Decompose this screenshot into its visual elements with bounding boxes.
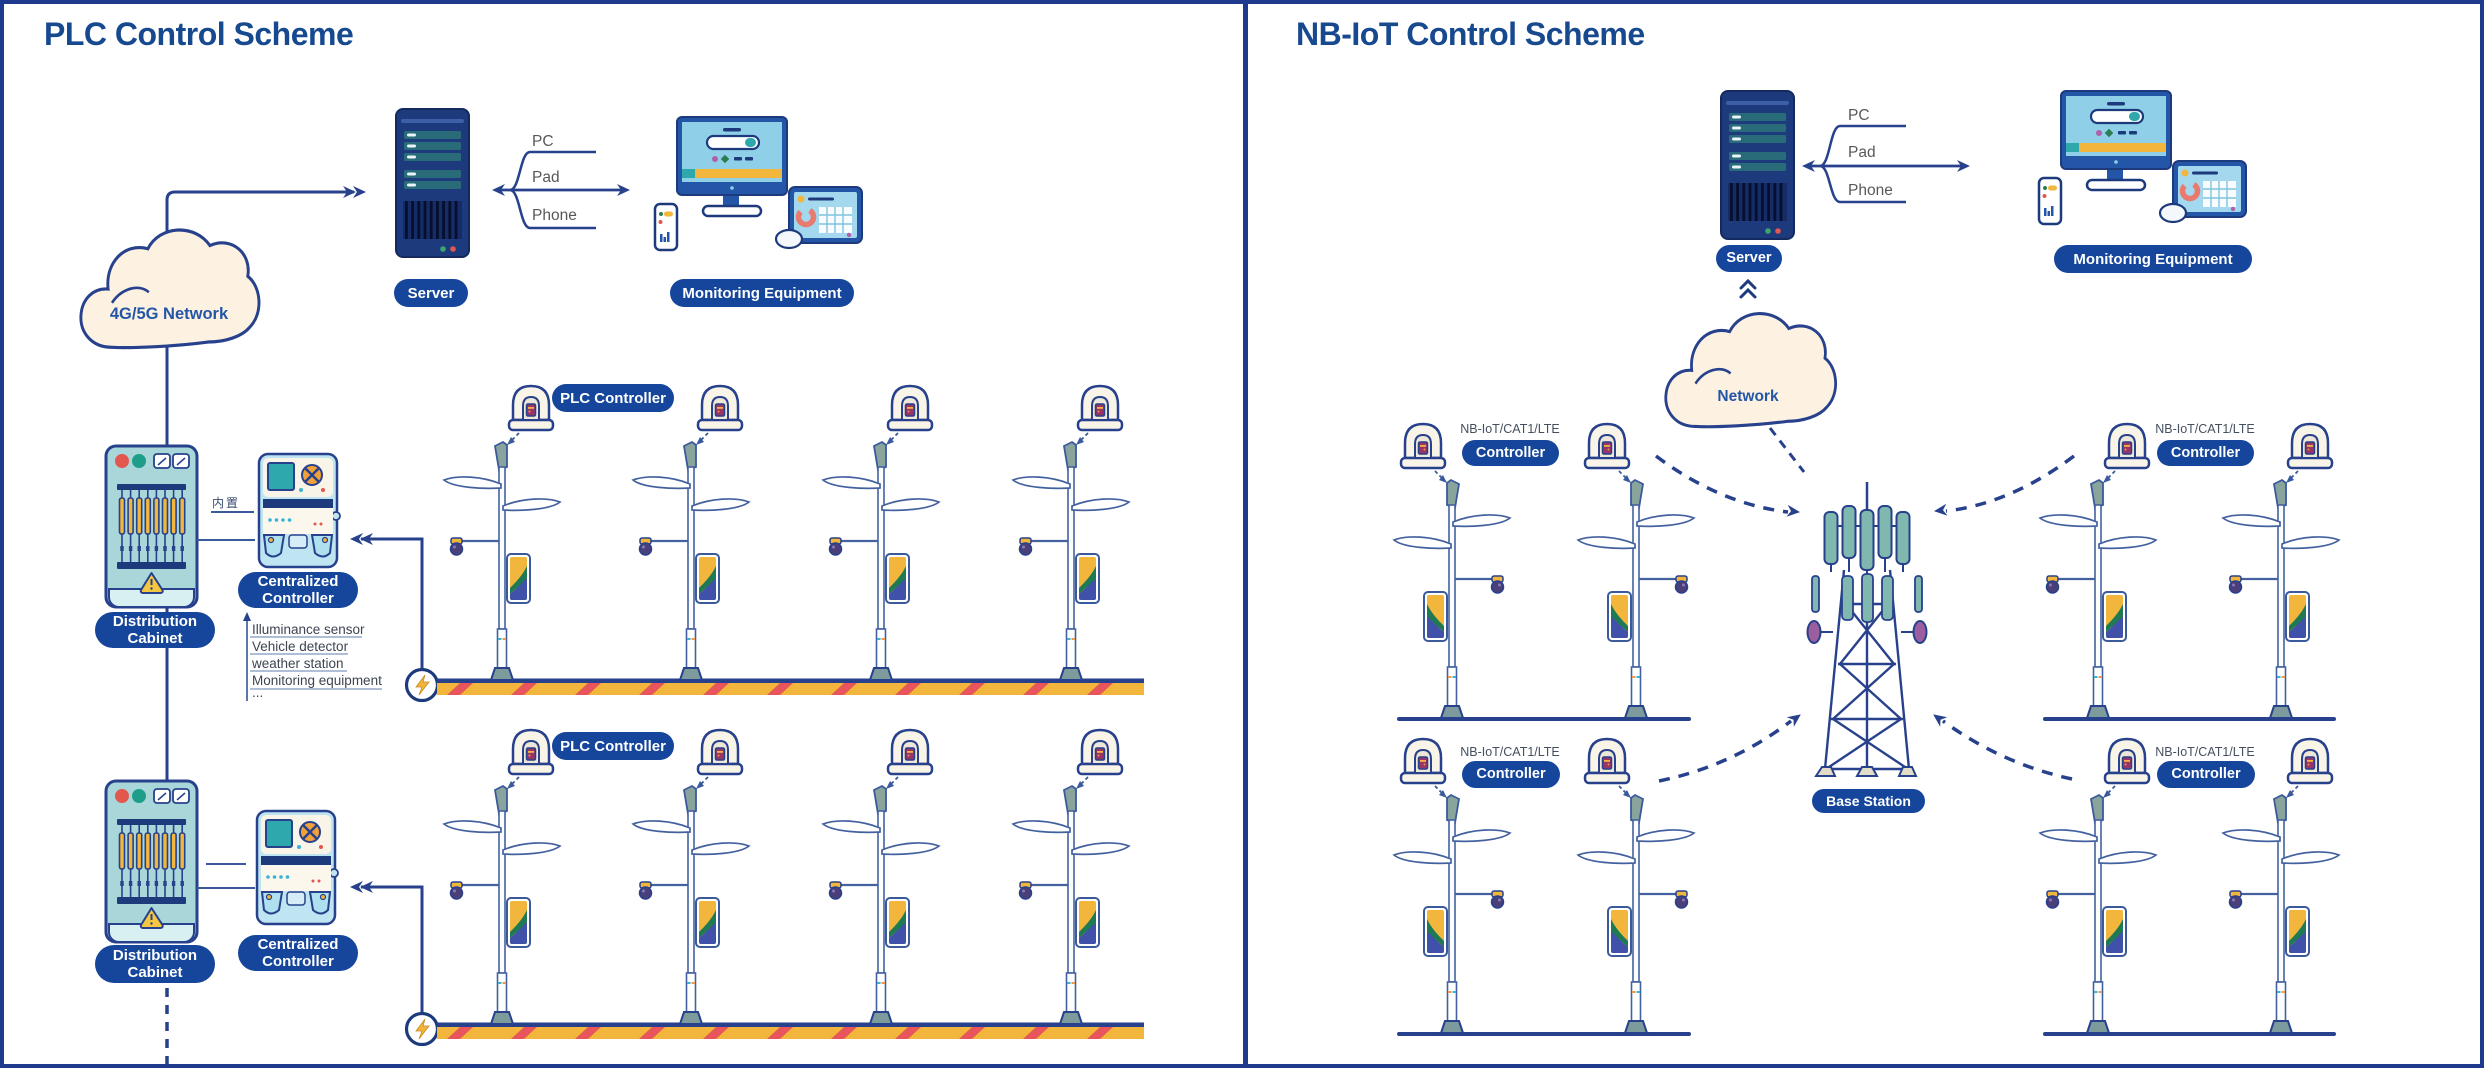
power-source-icon (404, 1011, 440, 1047)
client-pad-label: Pad (1848, 144, 1876, 161)
pole-controller-dome-icon (1399, 737, 1449, 800)
pole-controller-dome-icon (2101, 422, 2151, 485)
base-station-label: Base Station (1812, 789, 1925, 813)
client-pc-label: PC (1848, 107, 1870, 124)
cloud-basestation-dashed-line (1768, 427, 1806, 473)
peripheral-item: Illuminance sensor (252, 622, 365, 637)
diagram-artwork (79, 4, 2341, 1064)
nbiot-controller-label: Controller (2157, 440, 2254, 466)
client-pc-label: PC (532, 133, 554, 150)
centralized-controller-label: Centralized Controller (238, 935, 358, 971)
nbiot-controller-type-label: NB-IoT/CAT1/LTE (2155, 422, 2255, 436)
streetlight-pole (821, 440, 941, 682)
plc-feedback-arrow (350, 533, 424, 1013)
streetlight-pole (442, 784, 562, 1026)
streetlight-pole (631, 440, 751, 682)
peripheral-item: ... (252, 685, 264, 700)
streetlight-pole (2221, 793, 2341, 1035)
streetlight-pole (2221, 478, 2341, 720)
plc-controller-label: PLC Controller (552, 384, 674, 412)
distribution-cabinet-icon (104, 444, 199, 609)
peripheral-item: Monitoring equipment (252, 673, 382, 688)
monitoring-equipment-icon (2039, 91, 2246, 224)
centralized-controller-icon (255, 809, 340, 926)
peripheral-item: weather station (252, 656, 344, 671)
right-panel-title: NB-IoT Control Scheme (1296, 16, 1645, 52)
ground-line (1397, 1032, 1691, 1036)
distribution-cabinet-label: Distribution Cabinet (95, 612, 215, 648)
ground-line (1397, 717, 1691, 721)
streetlight-pole (1576, 478, 1696, 720)
distribution-cabinet-icon (104, 779, 199, 944)
pole-controller-dome-icon (1399, 422, 1449, 485)
pole-controller-dome-icon (505, 384, 555, 447)
plc-network-link-line (165, 186, 366, 447)
client-pad-label: Pad (532, 169, 560, 186)
ground-line (2043, 717, 2336, 721)
streetlight-pole (1576, 793, 1696, 1035)
client-phone-label: Phone (532, 207, 577, 224)
centralized-controller-label: Centralized Controller (238, 572, 358, 608)
pole-controller-dome-icon (505, 728, 555, 791)
monitoring-equipment-label: Monitoring Equipment (670, 279, 854, 307)
pole-controller-dome-icon (1583, 422, 1633, 485)
pole-controller-dome-icon (2101, 737, 2151, 800)
monitoring-equipment-label: Monitoring Equipment (2054, 245, 2252, 273)
left-panel-title: PLC Control Scheme (44, 16, 354, 52)
pole-controller-dome-icon (1074, 384, 1124, 447)
client-bracket-left (492, 150, 630, 230)
pole-controller-dome-icon (694, 384, 744, 447)
streetlight-pole (2038, 793, 2158, 1035)
pole-controller-dome-icon (1074, 728, 1124, 791)
distribution-cabinet-label: Distribution Cabinet (95, 945, 215, 983)
client-bracket-right (1802, 124, 1970, 204)
monitoring-equipment-icon (655, 117, 862, 250)
streetlight-pole (442, 440, 562, 682)
cabinet-controller-connectors (197, 511, 255, 889)
pole-controller-dome-icon (884, 728, 934, 791)
server-label: Server (394, 279, 468, 307)
power-source-icon (404, 667, 440, 703)
plc-controller-label: PLC Controller (552, 732, 674, 760)
streetlight-pole (1011, 784, 1131, 1026)
pole-controller-dome-icon (2284, 737, 2334, 800)
cloud-4g5g-icon (79, 228, 261, 350)
nbiot-controller-label: Controller (2157, 761, 2255, 788)
road (437, 1022, 1144, 1039)
builtin-annotation: 内置 (212, 496, 241, 510)
server-icon (1721, 91, 1794, 239)
streetlight-pole (1392, 793, 1512, 1035)
pole-controller-dome-icon (694, 728, 744, 791)
nbiot-controller-label: Controller (1462, 761, 1560, 788)
base-station-icon (1806, 482, 1928, 777)
wireless-dashed-links (1654, 454, 2076, 783)
server-icon (396, 109, 469, 257)
streetlight-pole (631, 784, 751, 1026)
client-phone-label: Phone (1848, 182, 1893, 199)
streetlight-pole (821, 784, 941, 1026)
streetlight-pole (1011, 440, 1131, 682)
cloud-4g5g-label: 4G/5G Network (109, 305, 229, 323)
cloud-network-icon (1664, 312, 1838, 429)
nbiot-controller-type-label: NB-IoT/CAT1/LTE (2155, 745, 2255, 759)
pole-controller-dome-icon (1583, 737, 1633, 800)
nbiot-controller-type-label: NB-IoT/CAT1/LTE (1460, 745, 1560, 759)
nbiot-controller-type-label: NB-IoT/CAT1/LTE (1460, 422, 1560, 436)
pole-controller-dome-icon (2284, 422, 2334, 485)
peripheral-list-bracket (243, 612, 382, 701)
server-cloud-up-arrow (1739, 278, 1757, 299)
peripheral-item: Vehicle detector (252, 639, 349, 654)
nbiot-controller-label: Controller (1462, 440, 1559, 466)
streetlight-pole (1392, 478, 1512, 720)
road (437, 678, 1144, 695)
streetlight-pole (2038, 478, 2158, 720)
cloud-network-label: Network (1717, 388, 1779, 405)
panel-divider (1243, 4, 1248, 1064)
server-label: Server (1716, 245, 1782, 272)
ground-line (2043, 1032, 2336, 1036)
centralized-controller-icon (257, 452, 342, 569)
pole-controller-dome-icon (884, 384, 934, 447)
